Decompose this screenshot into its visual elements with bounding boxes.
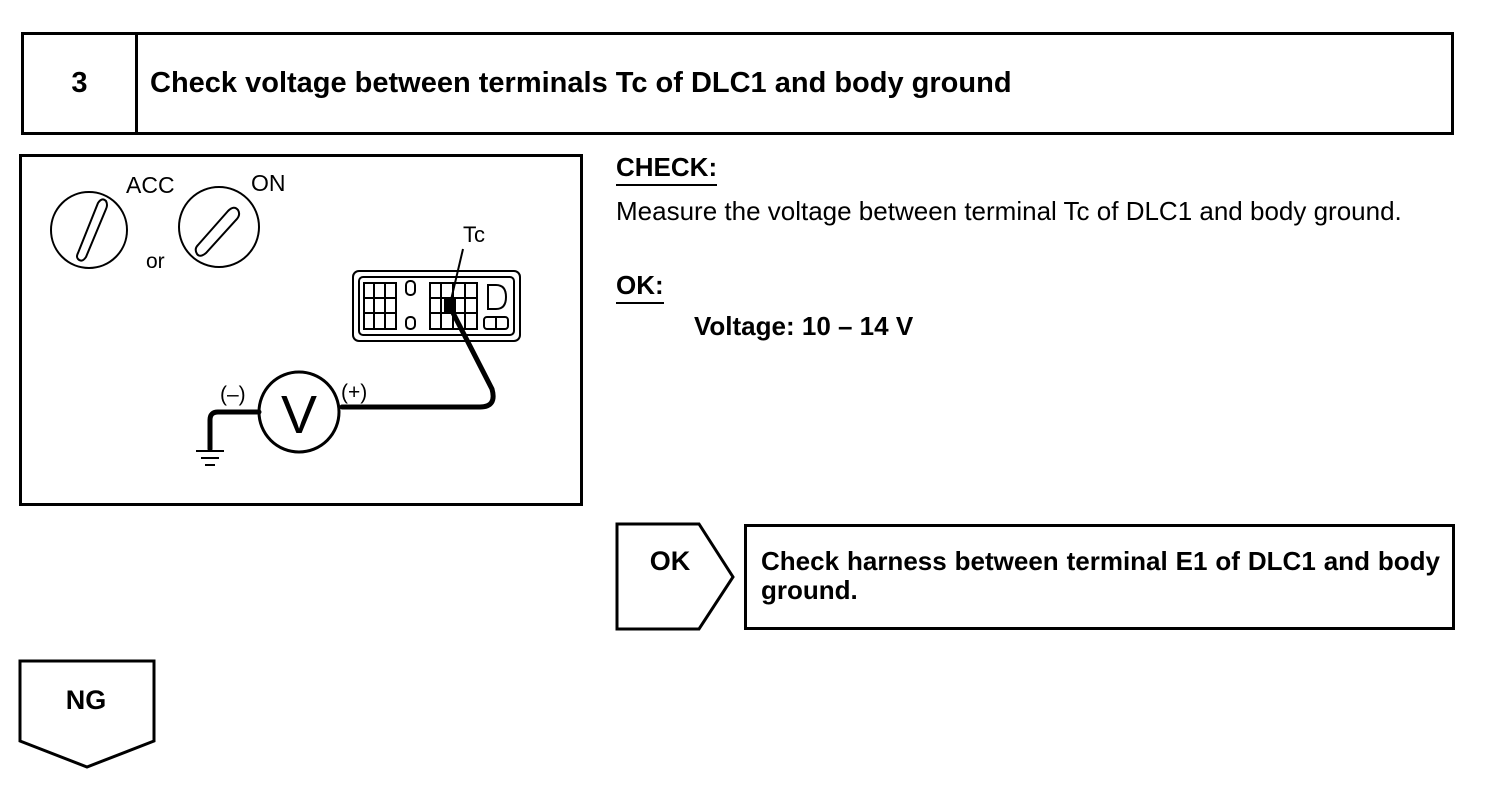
positive-label: (+)	[341, 381, 367, 404]
tc-leader-line	[450, 248, 464, 301]
step-number: 3	[24, 35, 138, 132]
voltage-spec: Voltage: 10 – 14 V	[694, 311, 914, 341]
tc-label: Tc	[463, 222, 485, 247]
ignition-key-on-icon	[178, 186, 260, 268]
ok-heading: OK:	[616, 270, 664, 304]
step-title: Check voltage between terminals Tc of DL…	[150, 67, 1012, 99]
ignition-key-acc-icon	[50, 191, 128, 269]
ok-action-box: Check harness between terminal E1 of DLC…	[744, 524, 1455, 630]
dlc1-connector-icon	[352, 270, 521, 342]
voltmeter-label: V	[281, 385, 317, 445]
ng-branch-label: NG	[65, 685, 107, 715]
ok-branch-label: OK	[649, 546, 691, 576]
or-label: or	[146, 250, 165, 273]
positive-lead	[339, 304, 496, 410]
check-heading: CHECK:	[616, 152, 718, 186]
on-label: ON	[251, 170, 286, 196]
ground-icon	[196, 450, 224, 466]
negative-label: (–)	[220, 383, 246, 406]
acc-label: ACC	[126, 172, 175, 198]
negative-lead	[207, 409, 262, 452]
wiring-diagram: ACC ON or Tc	[19, 154, 583, 506]
ng-branch-arrow	[18, 659, 156, 769]
ok-action-text: Check harness between terminal E1 of DLC…	[761, 546, 1440, 605]
check-instruction: Measure the voltage between terminal Tc …	[616, 196, 1402, 226]
ok-branch-arrow	[615, 522, 735, 631]
step-header: 3 Check voltage between terminals Tc of …	[21, 32, 1454, 135]
wiring-illustration: ACC ON or Tc	[50, 170, 521, 466]
